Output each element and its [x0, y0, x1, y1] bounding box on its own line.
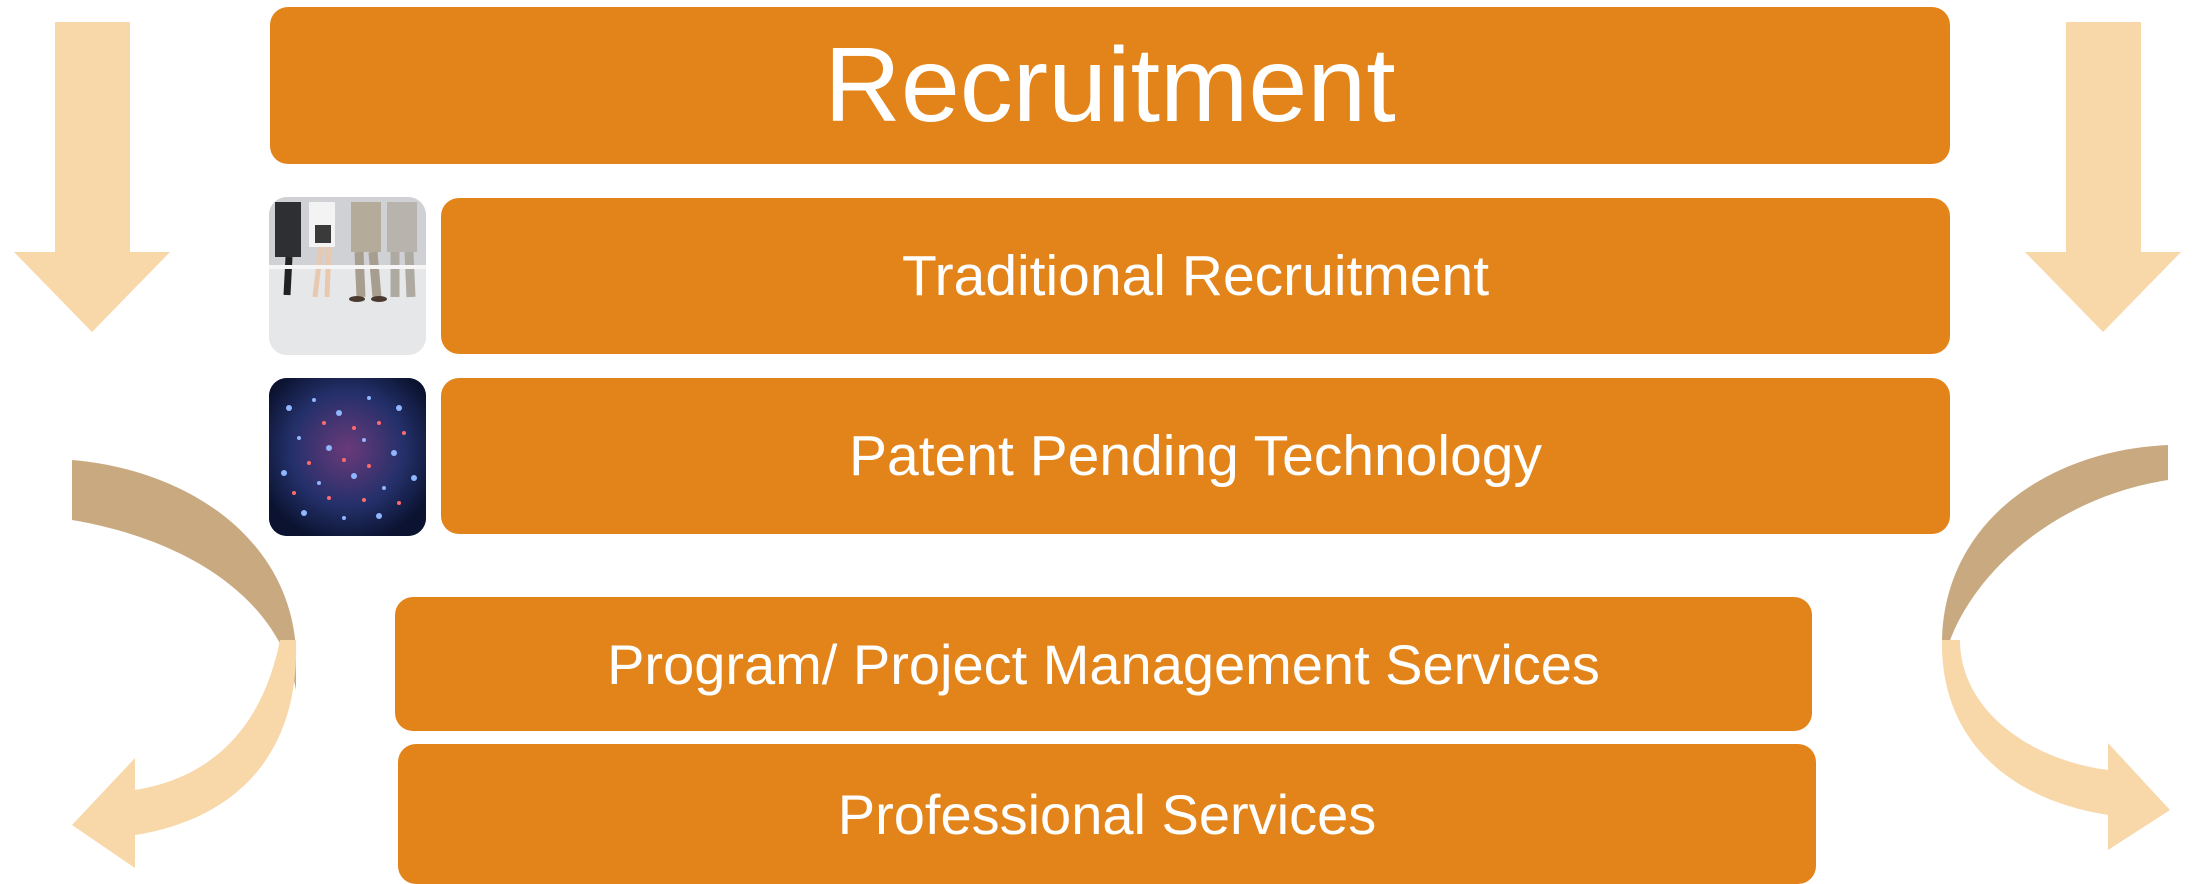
service-box-program-project-management: Program/ Project Management Services	[395, 597, 1812, 731]
title-label: Recruitment	[824, 26, 1396, 144]
item-label: Traditional Recruitment	[901, 244, 1490, 308]
item-box-traditional-recruitment: Traditional Recruitment	[441, 198, 1950, 354]
interview-candidates-photo-icon	[269, 197, 426, 355]
curved-arrow-left-icon	[72, 460, 297, 868]
title-box-recruitment: Recruitment	[270, 7, 1950, 164]
service-label: Professional Services	[837, 782, 1377, 846]
service-label: Program/ Project Management Services	[607, 632, 1600, 696]
item-label: Patent Pending Technology	[849, 424, 1542, 488]
down-arrow-left-icon	[14, 22, 170, 332]
digital-network-photo-icon	[269, 378, 426, 536]
service-box-professional-services: Professional Services	[398, 744, 1816, 884]
item-box-patent-pending-technology: Patent Pending Technology	[441, 378, 1950, 534]
down-arrow-right-icon	[2025, 22, 2181, 332]
curved-arrow-right-icon	[1941, 445, 2170, 850]
